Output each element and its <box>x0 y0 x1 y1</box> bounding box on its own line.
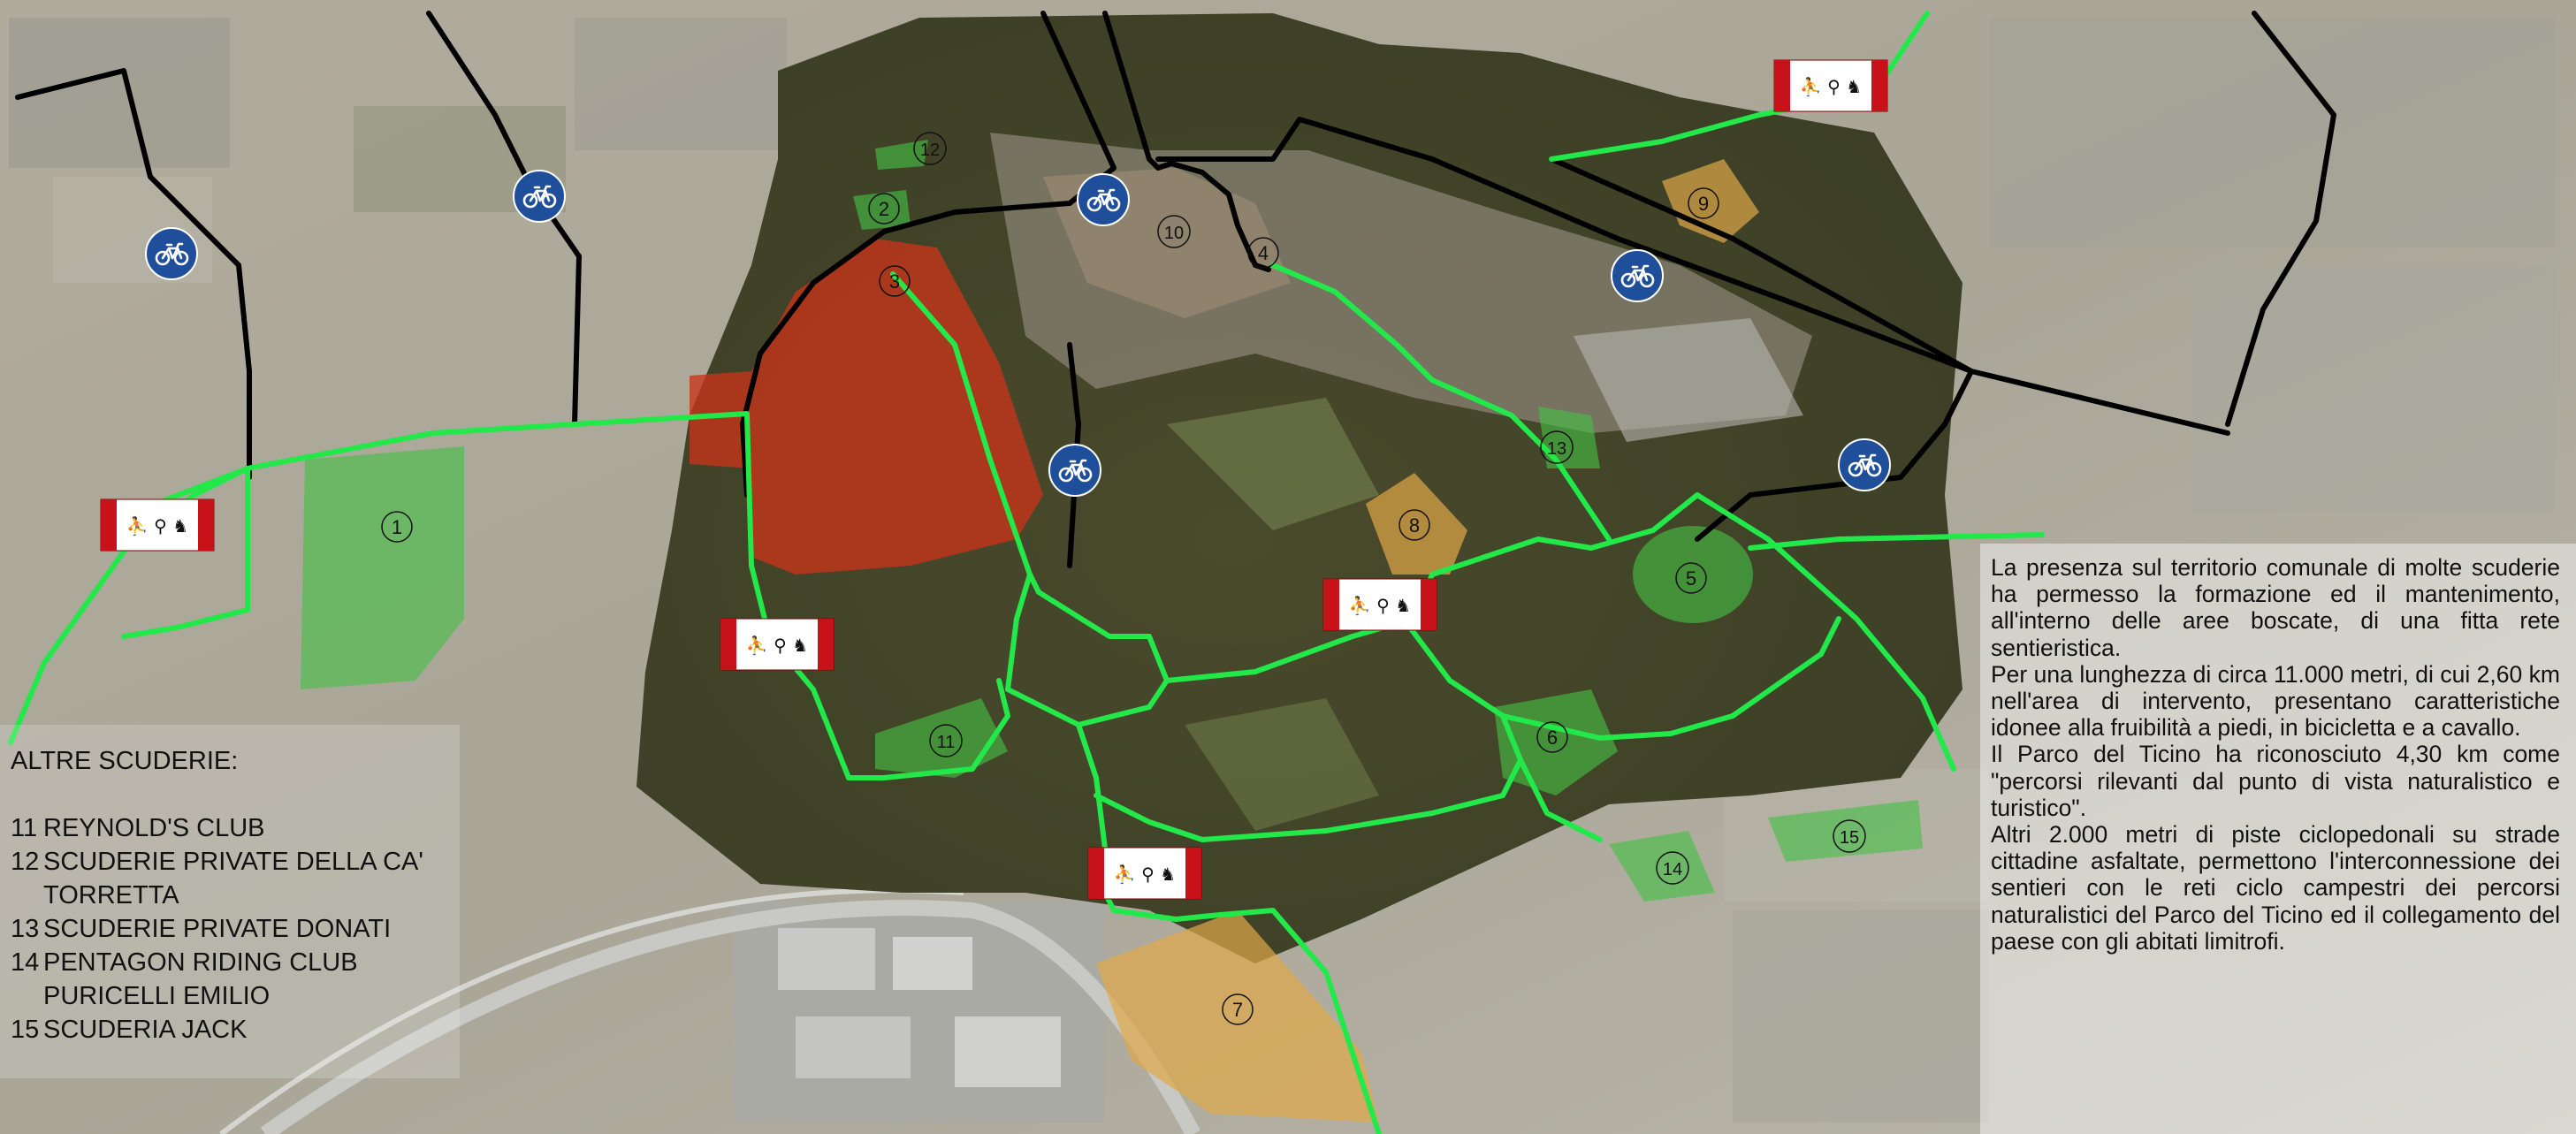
zone-marker-2: 2 <box>868 193 900 225</box>
svg-text:⛹ ⚲ ♞: ⛹ ⚲ ♞ <box>126 515 188 537</box>
zone-label-14: 14 <box>1663 860 1682 879</box>
list-item: 11 REYNOLD'S CLUB <box>11 811 426 845</box>
stable-name: PENTAGON RIDING CLUB PURICELLI EMILIO <box>43 948 358 1010</box>
bicycle-icon <box>1048 444 1101 497</box>
stable-name: SCUDERIE PRIVATE DELLA CA' TORRETTA <box>43 848 423 909</box>
bicycle-icon <box>513 170 566 223</box>
list-item: 15 SCUDERIA JACK <box>11 1013 426 1046</box>
zone-marker-8: 8 <box>1399 509 1430 541</box>
zone-marker-5: 5 <box>1675 562 1707 594</box>
hiker-bicycle-horse-icon: ⛹ ⚲ ♞ <box>1087 847 1202 900</box>
description-paragraph: La presenza sul territorio comunale di m… <box>1991 554 2560 661</box>
svg-text:⛹ ⚲ ♞: ⛹ ⚲ ♞ <box>1114 864 1176 885</box>
zone-label-15: 15 <box>1840 828 1859 848</box>
zone-label-5: 5 <box>1686 567 1696 590</box>
zone-marker-14: 14 <box>1656 851 1689 885</box>
zone-label-9: 9 <box>1698 193 1709 215</box>
zone-marker-4: 4 <box>1247 237 1279 269</box>
legend-panel <box>0 725 460 1078</box>
description-paragraph: Il Parco del Ticino ha riconosciuto 4,30… <box>1991 741 2560 821</box>
industrial-area-south <box>734 902 1105 1123</box>
bicycle-icon <box>145 227 198 280</box>
built-up-texture-east <box>1724 18 2555 1123</box>
zone-label-2: 2 <box>879 198 889 220</box>
stable-number: 15 <box>11 1016 40 1044</box>
zone-label-10: 10 <box>1164 224 1184 243</box>
bicycle-icon <box>1611 249 1664 302</box>
bicycle-icon <box>1077 173 1130 226</box>
fields-centre <box>1167 398 1379 530</box>
svg-text:⛹ ⚲ ♞: ⛹ ⚲ ♞ <box>1349 595 1411 616</box>
bicycle-icon <box>1838 438 1891 491</box>
zone-marker-7: 7 <box>1222 993 1254 1025</box>
stable-number: 12 <box>11 848 40 876</box>
zone-marker-3: 3 <box>879 265 911 297</box>
zone-label-6: 6 <box>1547 727 1558 749</box>
zone-label-13: 13 <box>1547 439 1566 459</box>
description-paragraph: Altri 2.000 metri di piste ciclopedonali… <box>1991 821 2560 955</box>
zone-marker-6: 6 <box>1536 721 1568 753</box>
cycle-path-signs <box>145 170 1891 497</box>
zone-label-11: 11 <box>937 733 956 752</box>
zone-marker-13: 13 <box>1540 430 1574 464</box>
stable-number: 11 <box>11 814 38 842</box>
stables-legend: ALTRE SCUDERIE: 11 REYNOLD'S CLUB 12 SCU… <box>11 744 426 1046</box>
hiker-bicycle-horse-icon: ⛹ ⚲ ♞ <box>1322 578 1437 631</box>
description-text: La presenza sul territorio comunale di m… <box>1991 554 2560 955</box>
stable-areas <box>301 140 1923 902</box>
stables-legend-heading: ALTRE SCUDERIE: <box>11 747 239 775</box>
zone-marker-12: 12 <box>913 132 947 165</box>
stable-name: SCUDERIE PRIVATE DONATI <box>43 915 392 943</box>
orange-areas <box>1096 159 1759 1123</box>
hiker-bicycle-horse-icon: ⛹ ⚲ ♞ <box>100 499 215 552</box>
zone-marker-9: 9 <box>1688 187 1719 219</box>
zone-label-12: 12 <box>920 141 940 160</box>
sports-complex <box>1574 318 1803 442</box>
zone-label-3: 3 <box>889 270 900 293</box>
zone-label-1: 1 <box>392 516 402 538</box>
stable-name: REYNOLD'S CLUB <box>43 814 265 842</box>
stable-name: SCUDERIA JACK <box>43 1016 248 1044</box>
list-item: 12 SCUDERIE PRIVATE DELLA CA' TORRETTA <box>11 845 426 912</box>
zone-marker-10: 10 <box>1157 215 1191 248</box>
zone-label-4: 4 <box>1258 242 1269 264</box>
zone-label-8: 8 <box>1409 514 1420 537</box>
hiker-bicycle-horse-icon: ⛹ ⚲ ♞ <box>720 618 835 671</box>
zone-markers: 1 2 3 4 5 6 7 8 9 10 11 12 13 14 15 <box>381 132 1866 1025</box>
zone-label-7: 7 <box>1232 999 1243 1021</box>
built-up-texture-west <box>9 18 787 283</box>
highway <box>260 900 1200 1134</box>
green-trails <box>8 11 2045 1134</box>
svg-text:⛹ ⚲ ♞: ⛹ ⚲ ♞ <box>1800 76 1862 97</box>
description-paragraph: Per una lunghezza di circa 11.000 metri,… <box>1991 660 2560 742</box>
stable-number: 13 <box>11 915 40 943</box>
list-item: 14 PENTAGON RIDING CLUB PURICELLI EMILIO <box>11 946 426 1013</box>
zone-marker-11: 11 <box>929 724 963 757</box>
description-panel <box>1980 544 2576 1134</box>
list-item: 13 SCUDERIE PRIVATE DONATI <box>11 912 426 946</box>
svg-text:⛹ ⚲ ♞: ⛹ ⚲ ♞ <box>746 635 808 656</box>
trail-signs: ⛹ ⚲ ♞ ⛹ ⚲ ♞ ⛹ ⚲ ♞ ⛹ ⚲ ♞ ⛹ ⚲ ♞ <box>100 59 1888 900</box>
zone-marker-1: 1 <box>381 511 413 543</box>
intervention-area <box>690 239 1043 575</box>
zone-marker-15: 15 <box>1833 819 1866 853</box>
hiker-bicycle-horse-icon: ⛹ ⚲ ♞ <box>1773 59 1888 112</box>
fields-south <box>1185 698 1379 831</box>
highway-edge <box>219 887 964 1134</box>
stable-number: 14 <box>11 948 40 977</box>
